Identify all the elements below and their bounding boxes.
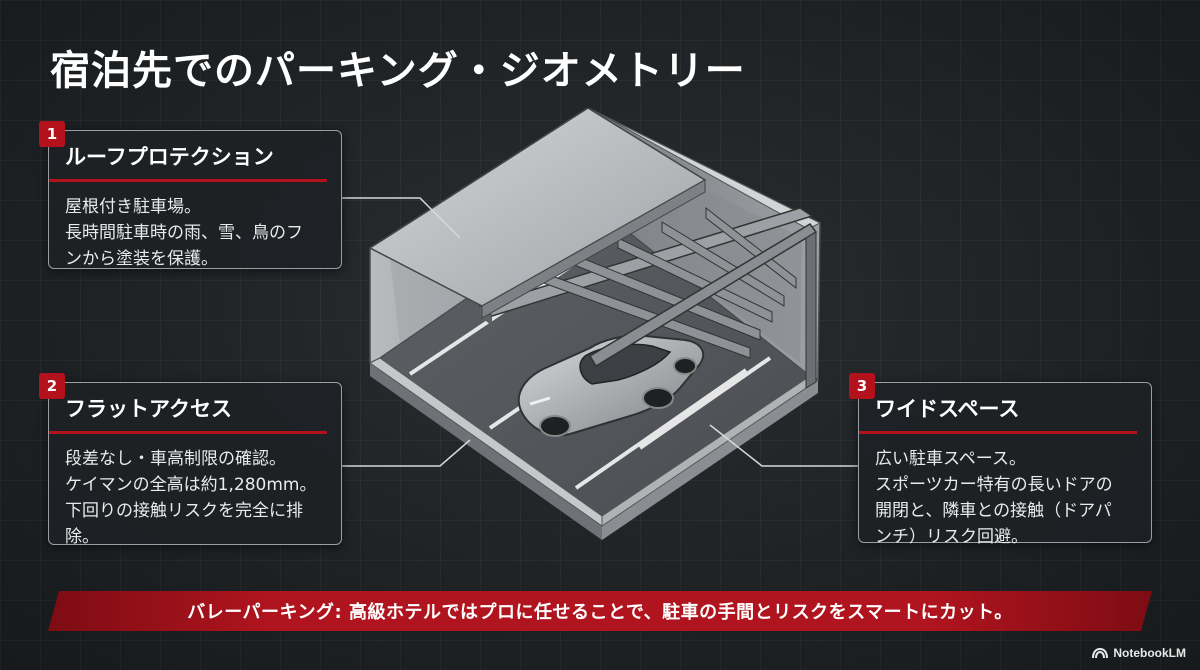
page-title: 宿泊先でのパーキング・ジオメトリー [50, 48, 746, 94]
feature-card-flat-access: 2 フラットアクセス 段差なし・車高制限の確認。 ケイマンの全高は約1,280m… [39, 373, 342, 547]
card-number-badge: 3 [849, 373, 875, 399]
parking-line [574, 368, 748, 490]
card-number-badge: 1 [39, 121, 65, 147]
garage-illustration [368, 108, 822, 540]
card-body-text: 広い駐車スペース。 スポーツカー特有の長いドアの 開閉と、隣車との接触（ドアパ … [875, 449, 1113, 547]
valet-parking-banner: バレーパーキング: 高級ホテルではプロに任せることで、駐車の手間とリスクをスマー… [48, 591, 1152, 631]
card-heading: フラットアクセス [49, 383, 327, 434]
card-number-badge: 2 [39, 373, 65, 399]
feature-card-wide-space: 3 ワイドスペース 広い駐車スペース。 スポーツカー特有の長いドアの 開閉と、隣… [849, 373, 1152, 547]
notebooklm-logo-icon [1092, 647, 1109, 659]
brand-watermark: NotebookLM [1092, 646, 1186, 660]
card-heading: ルーフプロテクション [49, 131, 327, 182]
brand-name: NotebookLM [1113, 646, 1186, 660]
parking-line [638, 356, 772, 450]
card-heading: ワイドスペース [859, 383, 1137, 434]
banner-text: バレーパーキング: 高級ホテルではプロに任せることで、駐車の手間とリスクをスマー… [187, 602, 1013, 623]
roof-frame [478, 206, 818, 389]
card-body-text: 段差なし・車高制限の確認。 ケイマンの全高は約1,280mm。 下回りの接触リス… [65, 449, 317, 547]
feature-card-roof-protection: 1 ルーフプロテクション 屋根付き駐車場。 長時間駐車時の雨、雪、鳥のフ ンから… [39, 121, 342, 269]
roof-slab-edge [481, 179, 706, 319]
base-slab-left [370, 363, 602, 540]
card-body-text: 屋根付き駐車場。 長時間駐車時の雨、雪、鳥のフ ンから塗装を保護。 [65, 197, 303, 269]
